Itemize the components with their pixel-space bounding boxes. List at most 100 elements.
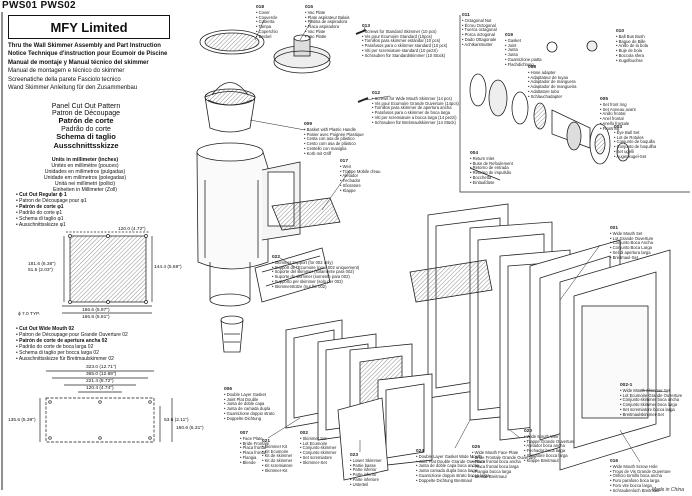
part-desc-line: • Joint xyxy=(505,42,517,48)
dim-left: 181.6 (6.36") xyxy=(28,262,56,267)
part-desc-line: • Retorno de impulsão xyxy=(470,170,512,176)
part-desc-line: • Adaptateur de tuyau xyxy=(528,74,569,80)
title-en: Thru the Wall Skimmer Assembly and Part … xyxy=(8,43,161,49)
part-number: 024 xyxy=(416,449,425,454)
part-number: 006 xyxy=(224,387,233,392)
cover-part xyxy=(199,29,265,55)
part-desc-line: • Doppelte Dichtung xyxy=(224,415,262,421)
part-desc-line: • Partie basse xyxy=(350,462,376,468)
part-desc-line: • Conjunto skimmer xyxy=(300,450,337,456)
part-desc-line: • Sfioratore xyxy=(340,182,361,188)
part-desc-line: • Octagonal Nut xyxy=(462,17,492,23)
part-callout-002: 002• Skimmer Set• Lot Ecumoire • Conjunto… xyxy=(300,431,337,466)
part-desc-line: • Ball Bus Bush xyxy=(616,33,645,39)
part-desc-line: • Einlaufdüse xyxy=(470,179,495,185)
part-desc-line: • Placa aspiradora xyxy=(305,24,340,30)
part-callout-005: 005• Set front ring• Set Anneau avant• A… xyxy=(600,97,636,132)
model-numbers: PWS01 PWS02 xyxy=(2,0,76,11)
part-desc-line: • Lot Grande Ouverture xyxy=(610,235,654,241)
part-desc-line: • Face Plate xyxy=(240,435,263,441)
part-callout-016: 016• Wide Mouth Screw Hole• Trous de Vis… xyxy=(610,459,671,494)
part-desc-line: • Aletador xyxy=(340,173,358,179)
part-desc-line: • Junta xyxy=(505,52,518,58)
part-desc-line: • Trappe Grande Ouverture xyxy=(524,438,575,444)
dim-wleft: 135.6 (5.39") xyxy=(8,418,36,423)
part-callout-023: 023• Lower Skimmer• Partie basse• Parte … xyxy=(350,453,382,488)
part-desc-line: • Schraubenloch Breitmaul xyxy=(610,487,660,493)
part-desc-line: • Couvercle xyxy=(256,14,278,20)
part-desc-line: • Vac Platte xyxy=(305,33,327,39)
part-desc-line: • Achtkantmutter xyxy=(462,41,493,47)
part-desc-line: • Parte inferiore xyxy=(350,476,379,482)
part-desc-line: • Deckel xyxy=(256,33,272,39)
cutout-wide-legend: • Cut Out Wide Mouth 02 • Patron de Déco… xyxy=(16,326,128,362)
part-desc-line: • Plate aspirateur Balais xyxy=(305,14,350,20)
part-desc-line: • Doppelte Dichtung Breitmaul xyxy=(416,477,472,483)
dim-wr1: 53.6 (2.11") xyxy=(164,418,189,423)
part-desc-line: • Double Layer Gasket xyxy=(224,391,266,397)
part-number: 002 xyxy=(300,431,309,436)
title-it: Screenatiche della parete Fasciolo tecni… xyxy=(8,76,121,83)
part-desc-line: • Guarnizione piatta xyxy=(505,56,542,62)
part-desc-line: • Placa frontal xyxy=(240,445,266,451)
part-desc-line: • Unterteil xyxy=(350,481,369,487)
part-desc-line: • Double Layer Gasket Wide Mouth xyxy=(416,453,482,459)
dim-bottom1: 156.6 (5.97") xyxy=(82,308,110,313)
part-desc-line: • Parafusos para o skimmer de boca larga xyxy=(372,110,451,116)
part-callout-012: 012• Screws for Wide Mouth Skimmer (14 p… xyxy=(372,91,459,126)
part-desc-line: • Cesto com asa de plástico xyxy=(304,141,356,147)
part-callout-021: 021• Skimmer Kit• Kit Ecumoire• Kit de s… xyxy=(262,439,293,474)
dim-bottom2: 166.8 (5.81") xyxy=(82,315,110,320)
part-desc-line: • Tornillos para skimmer de apertura anc… xyxy=(372,105,452,111)
part-desc-line: • Buse de Refoulement xyxy=(470,160,513,166)
part-number: 020 xyxy=(524,429,533,434)
part-desc-line: • Bride Frontale xyxy=(240,440,269,446)
part-desc-line: • Skimmer Set xyxy=(300,435,327,441)
part-desc-line: • Panier avec Poignée Plastique xyxy=(304,131,364,137)
part-desc-line: • Schrauben für Breitmaulskimmer (14 Stü… xyxy=(372,119,456,125)
part-desc-line: • Conjunto Boca Larga xyxy=(610,245,652,251)
part-number: 025 xyxy=(472,445,481,450)
part-desc-line: • Viti per scremiature a bocca larga (14… xyxy=(372,114,457,120)
part-desc-line: • Wide Mouth Face Plate xyxy=(472,449,519,455)
part-desc-line: • Basket with Plastic Handle xyxy=(304,126,356,132)
part-callout-011: 011• Octagonal Nut• Écrou Octogonal• Tue… xyxy=(462,13,497,48)
part-desc-line: • Screws for Standard Skimmer (10 pcs) xyxy=(362,28,437,34)
part-desc-line: • Breitmaulskimmer-Set xyxy=(620,411,664,417)
part-desc-line: • Lot Ecumoire xyxy=(300,440,328,446)
part-desc-line: • Fechador boca larga xyxy=(524,448,566,454)
part-desc-line: • Vac Plate xyxy=(305,9,326,15)
part-desc-line: • Trous de Vis Grande Ouverture xyxy=(610,468,671,474)
part-desc-line: • Vis pour Ecumoire Standard (10pcs) xyxy=(362,33,433,39)
part-desc-line: • Joint Plat Double Grande Ouverture xyxy=(416,458,486,464)
part-number: 015 xyxy=(305,5,314,10)
part-callout-024: 024• Double Layer Gasket Wide Mouth• Joi… xyxy=(416,449,489,484)
part-number: 021 xyxy=(262,439,271,444)
part-number: 003 xyxy=(614,125,623,130)
standard-face-frames xyxy=(285,319,433,481)
part-desc-line: • Placa frontal boca ancha xyxy=(472,459,521,465)
units-note: Units in millimeter (inches) Unités en m… xyxy=(43,157,127,193)
part-desc-line: • Junta de doble capa boca ancha xyxy=(416,463,480,469)
part-desc-line: • Conjunto de boquilla xyxy=(614,139,655,145)
part-callout-007: 007• Face Plate• Bride Frontale• Placa f… xyxy=(240,431,269,466)
part-callout-001: 001• Wide Mouth Set• Lot Grande Ouvertur… xyxy=(610,226,654,261)
part-callout-018: 018• Cover• Couvercle• Cubierta• Tampa• … xyxy=(256,5,278,40)
part-number: 005 xyxy=(600,97,609,102)
part-number: 019 xyxy=(505,33,514,38)
panel-cutout-title: Panel Cut Out Pattern Patron de Découpag… xyxy=(51,103,121,150)
part-callout-019: 019• Gasket• Joint• Junta• Junta• Guarni… xyxy=(505,33,542,68)
part-number: 010 xyxy=(616,29,625,34)
part-callout-009: 009• Basket with Plastic Handle• Panier … xyxy=(304,122,364,157)
part-callout-006: 006• Double Layer Gasket• Joint Plat Dou… xyxy=(224,387,275,422)
part-desc-line: • Skimmer Kit xyxy=(262,443,288,449)
part-desc-line: • Conjunto Boca Ancha xyxy=(610,240,653,246)
part-desc-line: • Klappe xyxy=(340,187,356,193)
part-desc-line: • Blende Breitmaul xyxy=(472,473,507,479)
part-desc-line: • Cubierta xyxy=(256,19,275,25)
cutout-regular-legend: • Cut Out Regular ϕ 1 • Patron de Découp… xyxy=(16,192,87,228)
part-number: 011 xyxy=(462,13,470,18)
part-desc-line: • Aletador boca ancha xyxy=(524,443,565,449)
part-number: 004 xyxy=(470,151,479,156)
part-desc-line: • Weir xyxy=(340,163,352,169)
